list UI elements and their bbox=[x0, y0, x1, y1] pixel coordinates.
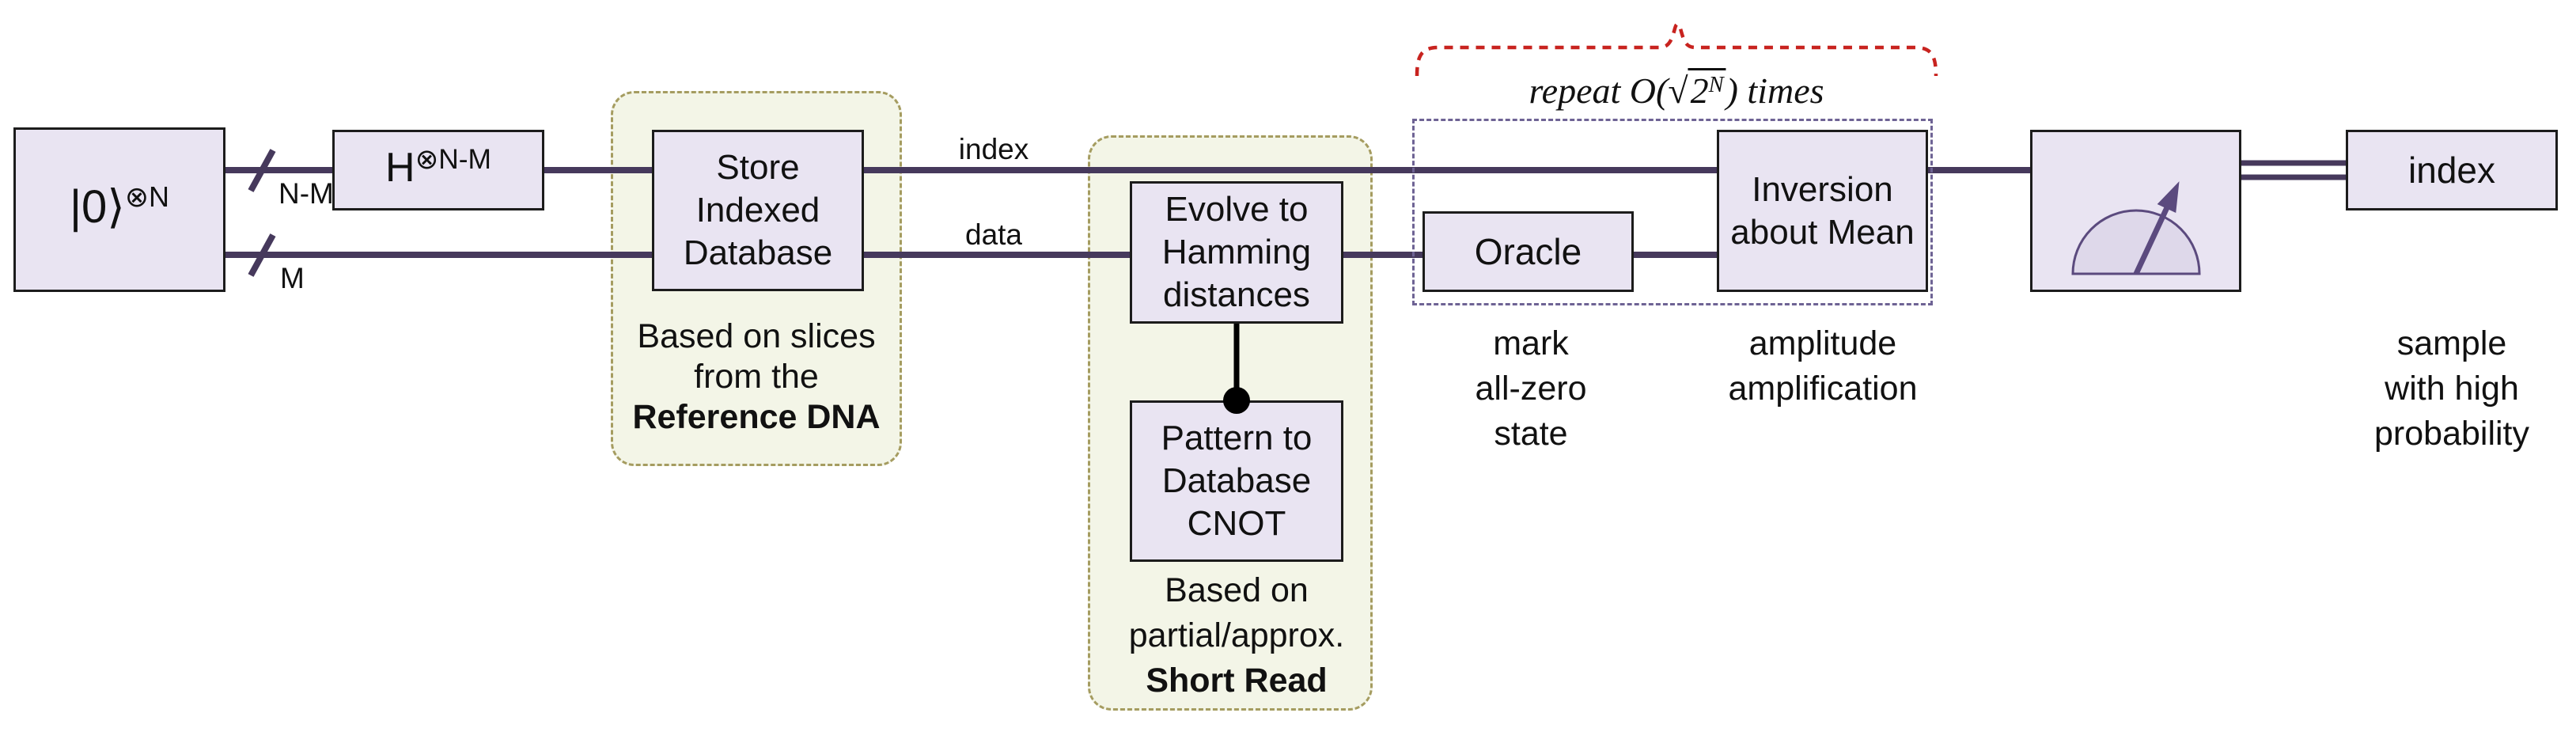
init-state-label: |0⟩⊗N bbox=[69, 180, 170, 233]
output-register-label: index bbox=[2408, 150, 2495, 191]
inversion-caption: amplitude amplification bbox=[1728, 324, 1918, 408]
repeat-brace bbox=[1415, 22, 1938, 77]
short-read-group-caption: Based on partial/approx. Short Read bbox=[1128, 571, 1345, 700]
output-caption: sample with high probability bbox=[2374, 324, 2529, 453]
measurement-gauge-icon bbox=[2071, 181, 2201, 275]
repeat-count-label: repeat O(√2N) times bbox=[1529, 68, 1824, 112]
pattern-gate-label: Pattern to Database CNOT bbox=[1161, 419, 1313, 543]
bundle-slash-bottom bbox=[248, 233, 276, 277]
output-index-register: index bbox=[2346, 130, 2558, 210]
evolve-gate-label: Evolve to Hamming distances bbox=[1161, 190, 1312, 314]
pattern-cnot-gate: Pattern to Database CNOT bbox=[1130, 400, 1343, 562]
inversion-gate-label: Inversion about Mean bbox=[1730, 169, 1915, 252]
oracle-gate-label: Oracle bbox=[1474, 231, 1582, 272]
wire-width-label-bottom: M bbox=[280, 262, 305, 294]
bundle-slash-top bbox=[248, 149, 276, 192]
measurement-gate bbox=[2030, 130, 2241, 292]
oracle-caption: mark all-zero state bbox=[1475, 324, 1587, 453]
hadamard-label: H⊗N-M bbox=[385, 144, 491, 191]
wire-width-label-top: N-M bbox=[278, 177, 334, 210]
init-state-gate: |0⟩⊗N bbox=[13, 127, 225, 292]
index-wire-name-label: index bbox=[958, 133, 1029, 165]
grover-iteration-repeat-box bbox=[1412, 119, 1933, 305]
store-group-caption: Based on slices from the Reference DNA bbox=[632, 317, 881, 436]
data-wire-name-label: data bbox=[964, 218, 1023, 251]
control-dot bbox=[1223, 387, 1250, 414]
oracle-gate: Oracle bbox=[1422, 211, 1634, 292]
evolve-hamming-gate: Evolve to Hamming distances bbox=[1130, 181, 1343, 324]
inversion-about-mean-gate: Inversion about Mean bbox=[1717, 130, 1928, 292]
store-indexed-database-gate: Store Indexed Database bbox=[652, 130, 864, 291]
hadamard-gate: H⊗N-M bbox=[332, 130, 544, 210]
store-gate-label: Store Indexed Database bbox=[683, 148, 833, 272]
